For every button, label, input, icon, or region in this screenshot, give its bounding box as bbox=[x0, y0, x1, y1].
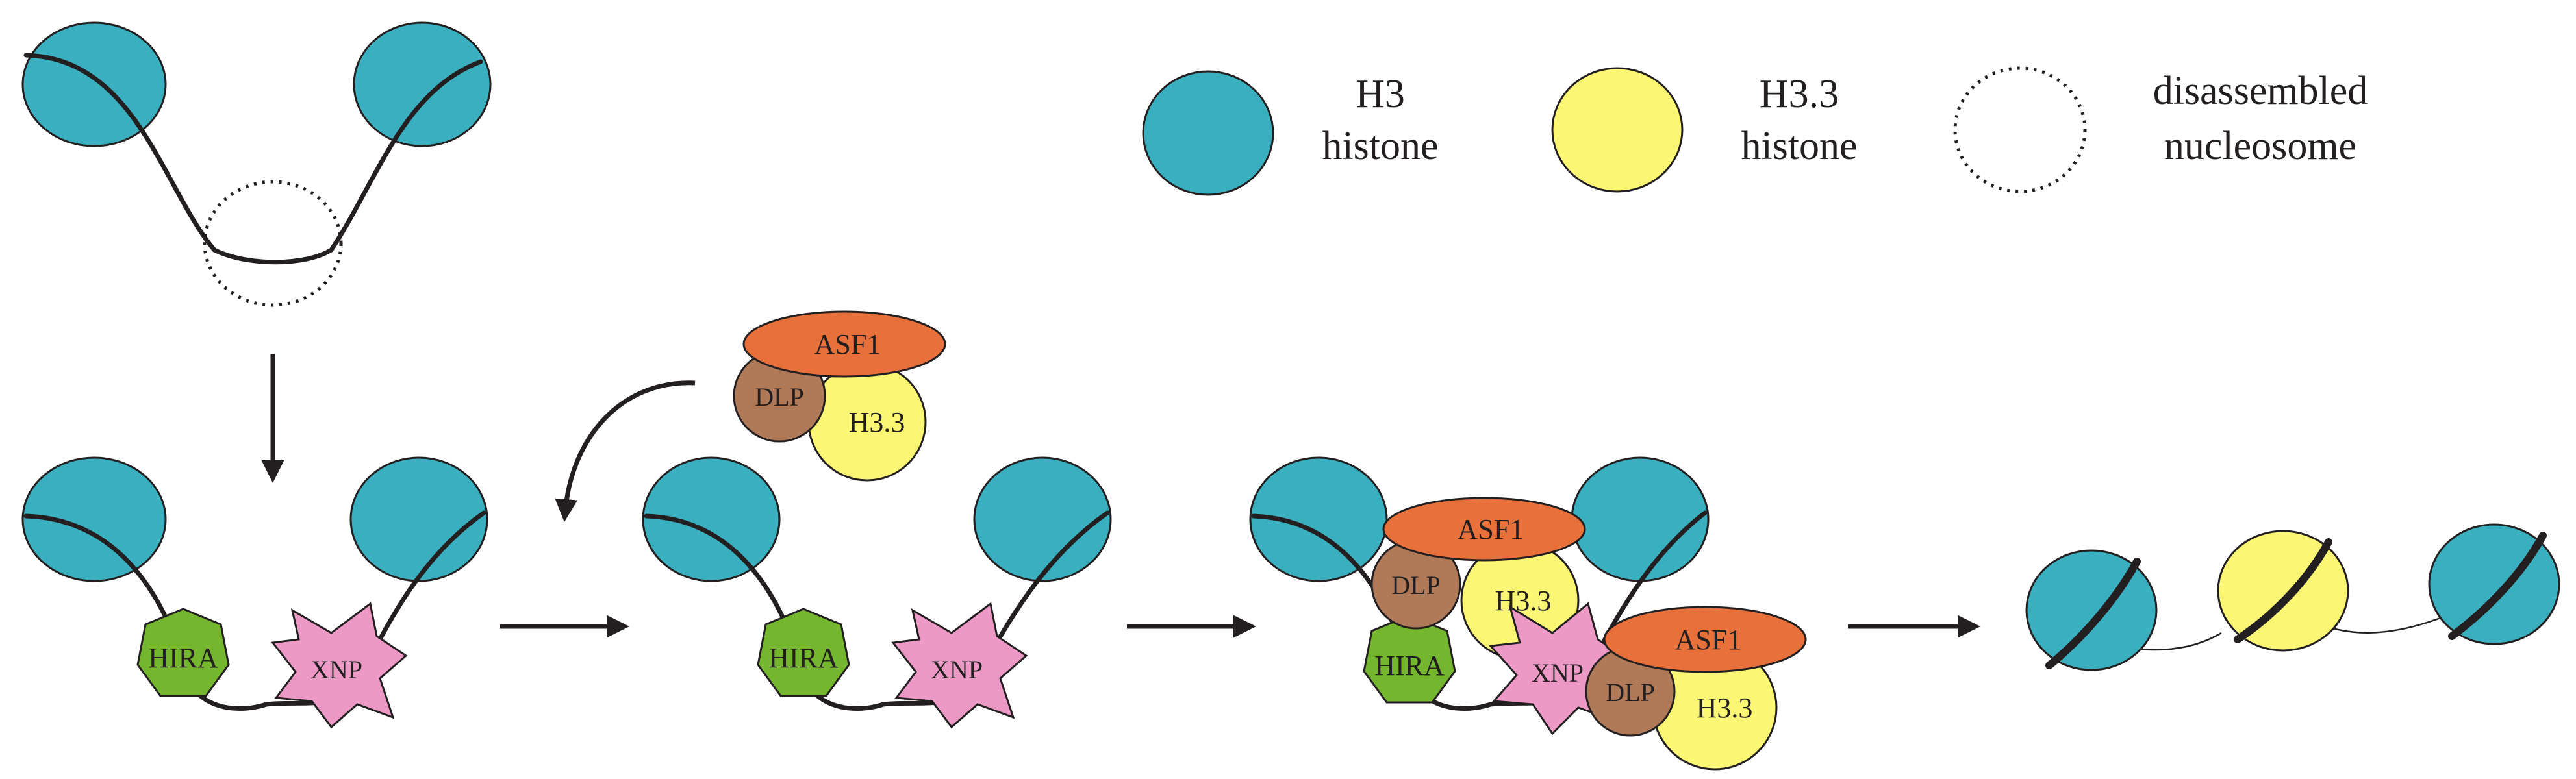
asf1-label: ASF1 bbox=[814, 328, 881, 360]
h3-histone-left bbox=[1249, 456, 1388, 582]
dna-strand bbox=[1251, 510, 1708, 711]
dna-strand bbox=[23, 53, 483, 265]
asf1-label: ASF1 bbox=[1675, 624, 1742, 656]
legend-h3-swatch bbox=[1142, 70, 1274, 196]
legend-disassembled-label-line2: nucleosome bbox=[2164, 124, 2356, 168]
xnp-label: XNP bbox=[931, 655, 983, 684]
free-asf1-dlp-h33-complex: ASF1 DLP H3.3 bbox=[733, 310, 946, 482]
h3-histone-right bbox=[1571, 456, 1710, 582]
dlp-label: DLP bbox=[1606, 678, 1655, 707]
legend-h3-label-line1: H3 bbox=[1356, 72, 1405, 116]
curved-arrow bbox=[555, 380, 696, 522]
hira-protein bbox=[1363, 614, 1456, 704]
xnp-protein bbox=[891, 602, 1028, 729]
asf1-protein bbox=[742, 310, 946, 378]
asf1-protein bbox=[1382, 497, 1586, 562]
legend-h33-swatch bbox=[1551, 67, 1684, 193]
legend-disassembled-swatch bbox=[1953, 66, 2087, 193]
step-initial bbox=[21, 21, 492, 307]
disassembled-nucleosome bbox=[203, 180, 343, 307]
h3-histone bbox=[2428, 523, 2560, 645]
hira-label: HIRA bbox=[768, 642, 839, 674]
dna-strand bbox=[644, 510, 1110, 711]
h3-histone-left bbox=[21, 456, 167, 582]
step-assembled-chromatin bbox=[2025, 523, 2560, 671]
asf1-protein bbox=[1603, 606, 1807, 673]
dlp-label: DLP bbox=[755, 382, 804, 412]
hira-protein bbox=[757, 608, 850, 697]
hira-label: HIRA bbox=[1374, 650, 1445, 682]
h33-label: H3.3 bbox=[849, 406, 905, 438]
xnp-label: XNP bbox=[1532, 658, 1584, 687]
hira-label: HIRA bbox=[148, 642, 218, 674]
h33-label: H3.3 bbox=[1495, 585, 1552, 617]
step-hira-xnp: HIRA XNP bbox=[21, 456, 488, 729]
step-complex-approach: HIRA XNP bbox=[642, 456, 1112, 729]
legend-disassembled-label-line1: disassembled bbox=[2153, 69, 2368, 113]
legend-h33-label-line2: histone bbox=[1741, 124, 1857, 168]
legend-h3-label-line2: histone bbox=[1322, 124, 1438, 168]
h3-histone-right bbox=[973, 456, 1112, 582]
h3-histone-left bbox=[642, 456, 781, 582]
dna-wrap bbox=[2045, 558, 2141, 669]
step-complexes-bound: HIRA ASF1 DLP H3.3 XNP ASF1 DLP H3.3 bbox=[1249, 456, 1807, 771]
dlp-label: DLP bbox=[1391, 571, 1441, 600]
legend-h33-label-line1: H3.3 bbox=[1760, 72, 1839, 116]
hira-protein bbox=[136, 608, 230, 697]
h3-histone-right bbox=[349, 456, 488, 582]
h3-histone-right bbox=[353, 21, 492, 147]
h33-label: H3.3 bbox=[1697, 692, 1753, 724]
dna-strand bbox=[23, 510, 486, 711]
dna-wrap bbox=[2448, 532, 2547, 640]
legend: H3 histone H3.3 histone disassembled nuc… bbox=[1142, 66, 2368, 196]
dna-wrap bbox=[2234, 538, 2332, 643]
h3-histone-left bbox=[21, 21, 167, 147]
asf1-label: ASF1 bbox=[1458, 513, 1524, 545]
xnp-label: XNP bbox=[310, 655, 362, 684]
xnp-protein bbox=[271, 602, 408, 729]
